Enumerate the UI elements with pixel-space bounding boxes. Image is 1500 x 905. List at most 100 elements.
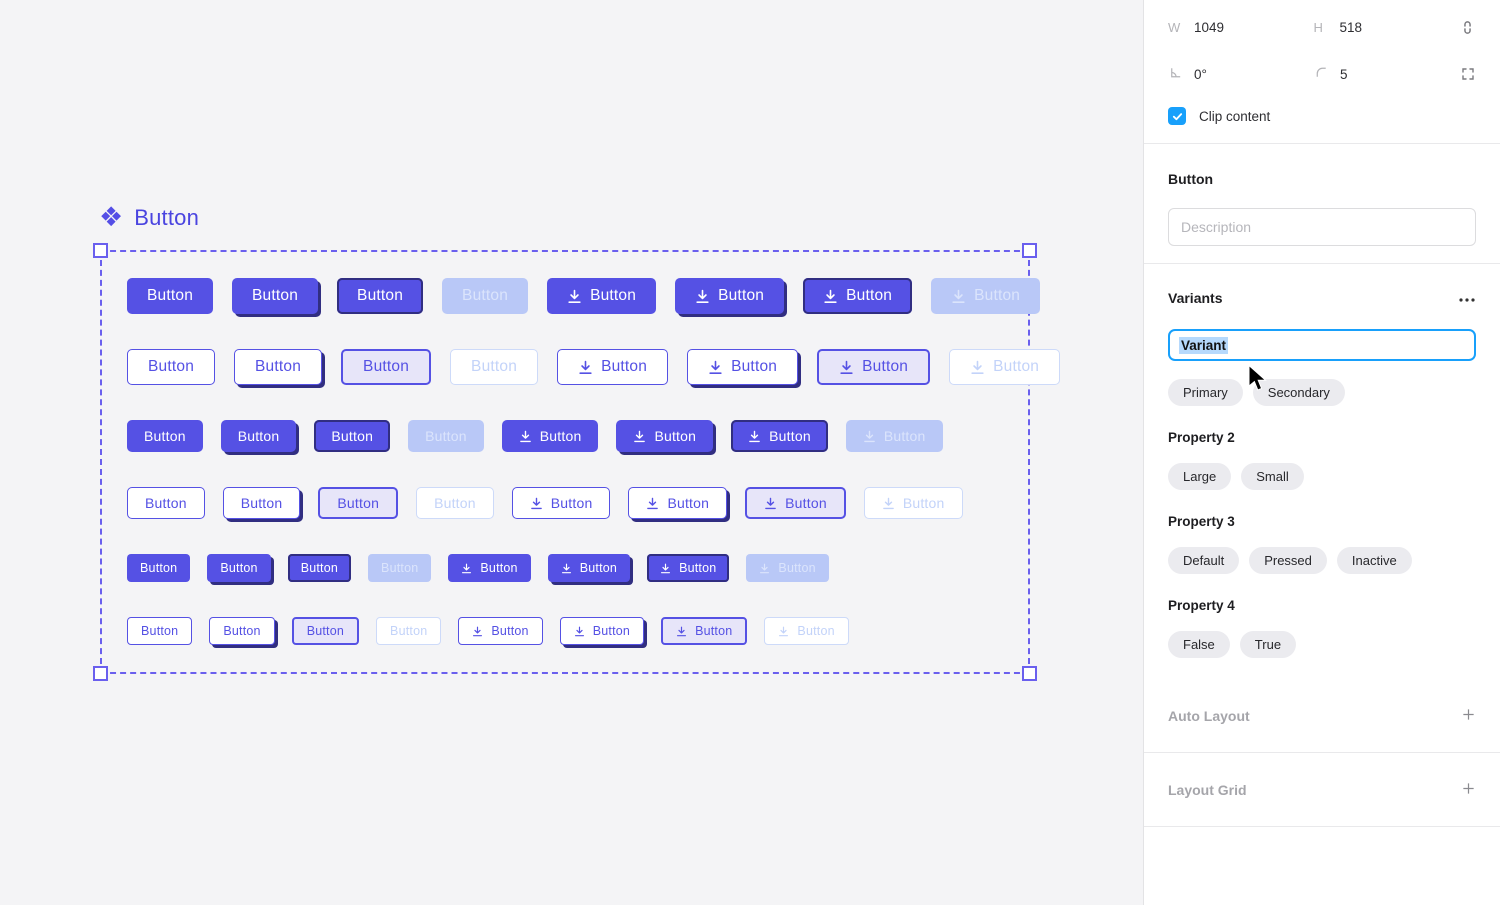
button-label: Button (434, 495, 476, 511)
button-label: Button (993, 358, 1040, 375)
resize-handle-top-right[interactable] (1022, 243, 1037, 258)
resize-to-fit-icon[interactable] (1460, 66, 1476, 82)
canvas-button-filled-lg-inactive[interactable]: Button (442, 278, 529, 314)
download-icon (462, 563, 472, 573)
canvas-button-outline-lg-default[interactable]: Button (127, 349, 216, 385)
canvas-button-filled-lg-default[interactable]: Button (127, 278, 214, 314)
button-variant-row: Button Button Button Button Button Button Butt… (127, 349, 1061, 385)
variant-option-false[interactable]: False (1168, 631, 1230, 658)
canvas-button-filled-md-default-with-icon[interactable]: Button (501, 420, 599, 452)
variant-option-inactive[interactable]: Inactive (1336, 547, 1412, 574)
canvas-button-filled-lg-default-with-icon[interactable]: Button (547, 278, 657, 314)
button-label: Button (240, 495, 283, 511)
canvas-button-outline-lg-inactive-with-icon[interactable]: Button (949, 349, 1061, 385)
canvas-button-filled-lg-pressed-shadow-with-icon[interactable]: Button (675, 278, 785, 314)
canvas-button-filled-md-inactive[interactable]: Button (408, 420, 484, 452)
canvas-button-filled-sm-inactive[interactable]: Button (368, 554, 432, 582)
canvas-button-outline-sm-default[interactable]: Button (127, 617, 193, 645)
width-input[interactable]: 1049 (1194, 19, 1225, 35)
canvas-button-filled-lg-inactive-with-icon[interactable]: Button (931, 278, 1041, 314)
constrain-proportions-icon[interactable] (1459, 19, 1476, 36)
variant-option-small[interactable]: Small (1241, 463, 1304, 490)
canvas-button-filled-sm-pressed-shadow[interactable]: Button (207, 554, 271, 582)
canvas-button-filled-md-pressed-border[interactable]: Button (314, 420, 391, 452)
add-auto-layout-icon[interactable] (1461, 707, 1476, 725)
download-icon (952, 289, 965, 303)
resize-handle-bottom-left[interactable] (93, 666, 108, 681)
canvas-button-outline-md-pressed-border-with-icon[interactable]: Button (745, 487, 846, 519)
add-layout-grid-icon[interactable] (1461, 781, 1476, 799)
canvas-button-filled-sm-pressed-border[interactable]: Button (287, 554, 352, 582)
download-icon (971, 360, 984, 374)
button-label: Button (778, 561, 816, 575)
variant-option-true[interactable]: True (1239, 631, 1297, 658)
canvas-button-outline-lg-default-with-icon[interactable]: Button (557, 349, 669, 385)
canvas-button-filled-md-pressed-shadow[interactable]: Button (220, 420, 297, 452)
canvas-button-filled-md-pressed-shadow-with-icon[interactable]: Button (616, 420, 714, 452)
button-label: Button (846, 287, 893, 304)
canvas-button-outline-lg-pressed-border[interactable]: Button (341, 349, 432, 385)
canvas-button-filled-sm-pressed-border-with-icon[interactable]: Button (647, 554, 730, 582)
canvas-button-filled-sm-inactive-with-icon[interactable]: Button (746, 554, 829, 582)
layout-grid-section[interactable]: Layout Grid (1144, 753, 1500, 827)
variant-option-primary[interactable]: Primary (1168, 379, 1243, 406)
canvas-button-filled-lg-pressed-shadow[interactable]: Button (232, 278, 319, 314)
width-label: W (1168, 19, 1181, 35)
canvas-button-outline-sm-pressed-border[interactable]: Button (291, 617, 360, 645)
canvas-button-outline-lg-pressed-border-with-icon[interactable]: Button (817, 349, 931, 385)
component-set-title[interactable]: ❖ Button (99, 204, 199, 231)
canvas-button-filled-sm-pressed-shadow-with-icon[interactable]: Button (547, 554, 631, 582)
canvas-button-outline-md-inactive[interactable]: Button (416, 487, 494, 519)
rotation-input[interactable]: 0° (1194, 66, 1207, 82)
canvas-button-filled-md-inactive-with-icon[interactable]: Button (845, 420, 943, 452)
canvas-button-filled-sm-default-with-icon[interactable]: Button (448, 554, 531, 582)
variant-option-pressed[interactable]: Pressed (1249, 547, 1327, 574)
auto-layout-section[interactable]: Auto Layout (1144, 679, 1500, 753)
canvas-button-filled-lg-pressed-border[interactable]: Button (337, 278, 424, 314)
clip-content-checkbox[interactable] (1168, 107, 1186, 125)
canvas-button-outline-lg-pressed-shadow-with-icon[interactable]: Button (687, 349, 799, 385)
canvas-button-outline-sm-inactive-with-icon[interactable]: Button (764, 617, 849, 645)
canvas-button-outline-md-pressed-shadow-with-icon[interactable]: Button (628, 487, 728, 519)
canvas-button-outline-sm-pressed-shadow-with-icon[interactable]: Button (559, 617, 645, 645)
canvas-button-outline-sm-inactive[interactable]: Button (376, 617, 442, 645)
corner-radius-input[interactable]: 5 (1340, 66, 1348, 82)
button-label: Button (337, 495, 380, 511)
variant-name-input[interactable]: Variant (1168, 329, 1476, 361)
property-group-label: Property 4 (1168, 598, 1235, 613)
description-input[interactable]: Description (1168, 208, 1476, 246)
canvas-button-filled-lg-pressed-border-with-icon[interactable]: Button (803, 278, 913, 314)
button-label: Button (147, 287, 194, 304)
canvas-button-filled-sm-default[interactable]: Button (127, 554, 191, 582)
canvas-button-outline-md-pressed-border[interactable]: Button (318, 487, 399, 519)
download-icon (749, 430, 760, 442)
canvas-button-outline-lg-inactive[interactable]: Button (450, 349, 539, 385)
component-set-name[interactable]: Button (134, 204, 200, 230)
variant-option-secondary[interactable]: Secondary (1252, 379, 1345, 406)
canvas-button-outline-sm-pressed-border-with-icon[interactable]: Button (661, 617, 748, 645)
description-placeholder: Description (1181, 219, 1252, 235)
variants-heading: Variants (1168, 290, 1223, 306)
button-label: Button (695, 624, 733, 638)
variant-option-default[interactable]: Default (1168, 547, 1240, 574)
canvas-button-filled-md-default[interactable]: Button (127, 420, 203, 452)
canvas-button-outline-md-pressed-shadow[interactable]: Button (222, 487, 301, 519)
property-group-label: Property 3 (1168, 514, 1235, 529)
canvas-button-filled-md-pressed-border-with-icon[interactable]: Button (731, 420, 828, 452)
resize-handle-bottom-right[interactable] (1022, 666, 1037, 681)
canvas-button-outline-md-default[interactable]: Button (127, 487, 205, 519)
resize-handle-top-left[interactable] (93, 243, 108, 258)
canvas-button-outline-lg-pressed-shadow[interactable]: Button (234, 349, 323, 385)
height-input[interactable]: 518 (1339, 19, 1363, 35)
canvas-button-outline-md-default-with-icon[interactable]: Button (511, 487, 611, 519)
canvas-button-outline-md-inactive-with-icon[interactable]: Button (863, 487, 963, 519)
clip-content-row[interactable]: Clip content (1168, 107, 1476, 125)
canvas-button-outline-sm-default-with-icon[interactable]: Button (458, 617, 543, 645)
canvas-button-outline-sm-pressed-shadow[interactable]: Button (209, 617, 275, 645)
variant-option-large[interactable]: Large (1168, 463, 1232, 490)
button-label: Button (381, 561, 419, 575)
variants-more-icon[interactable] (1458, 291, 1476, 306)
button-label: Button (145, 495, 187, 511)
